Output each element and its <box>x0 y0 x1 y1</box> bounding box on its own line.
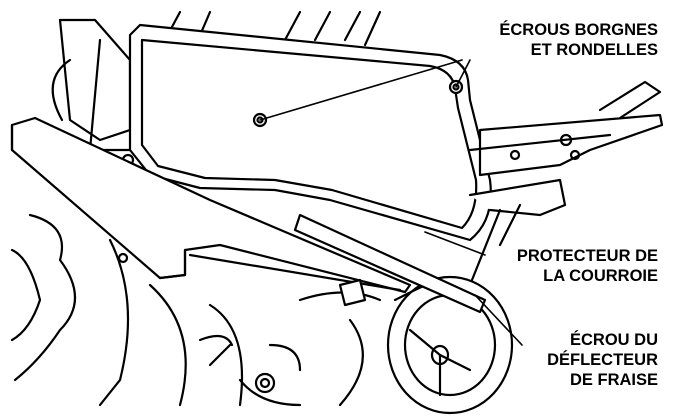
tine-shield-plate <box>10 116 412 294</box>
tine-deflector-nut-label-line1: ÉCROU DU <box>569 331 658 349</box>
tine-deflector-nut-label: ÉCROU DU DÉFLECTEUR DE FRAISE <box>546 330 659 390</box>
cap-nuts-label-line2: ET RONDELLES <box>530 41 658 59</box>
handlebar-bracket <box>468 80 664 287</box>
tine-deflector-nut-label-line3: DE FRAISE <box>569 371 658 389</box>
leader-lines <box>259 59 523 346</box>
cap-nuts-label: ÉCROUS BORGNES ET RONDELLES <box>498 20 659 60</box>
belt-guard-label-line1: PROTECTEUR DE <box>516 247 658 265</box>
tines-drawing <box>10 213 382 407</box>
cap-nut-markers <box>252 79 464 128</box>
belt-guard-label: PROTECTEUR DE LA COURROIE <box>515 246 659 286</box>
tine-deflector-nut-label-line2: DÉFLECTEUR <box>547 351 658 369</box>
belt-guard-label-line2: LA COURROIE <box>543 267 658 285</box>
deflector-strap <box>293 213 487 314</box>
cap-nuts-label-line1: ÉCROUS BORGNES <box>499 21 658 39</box>
